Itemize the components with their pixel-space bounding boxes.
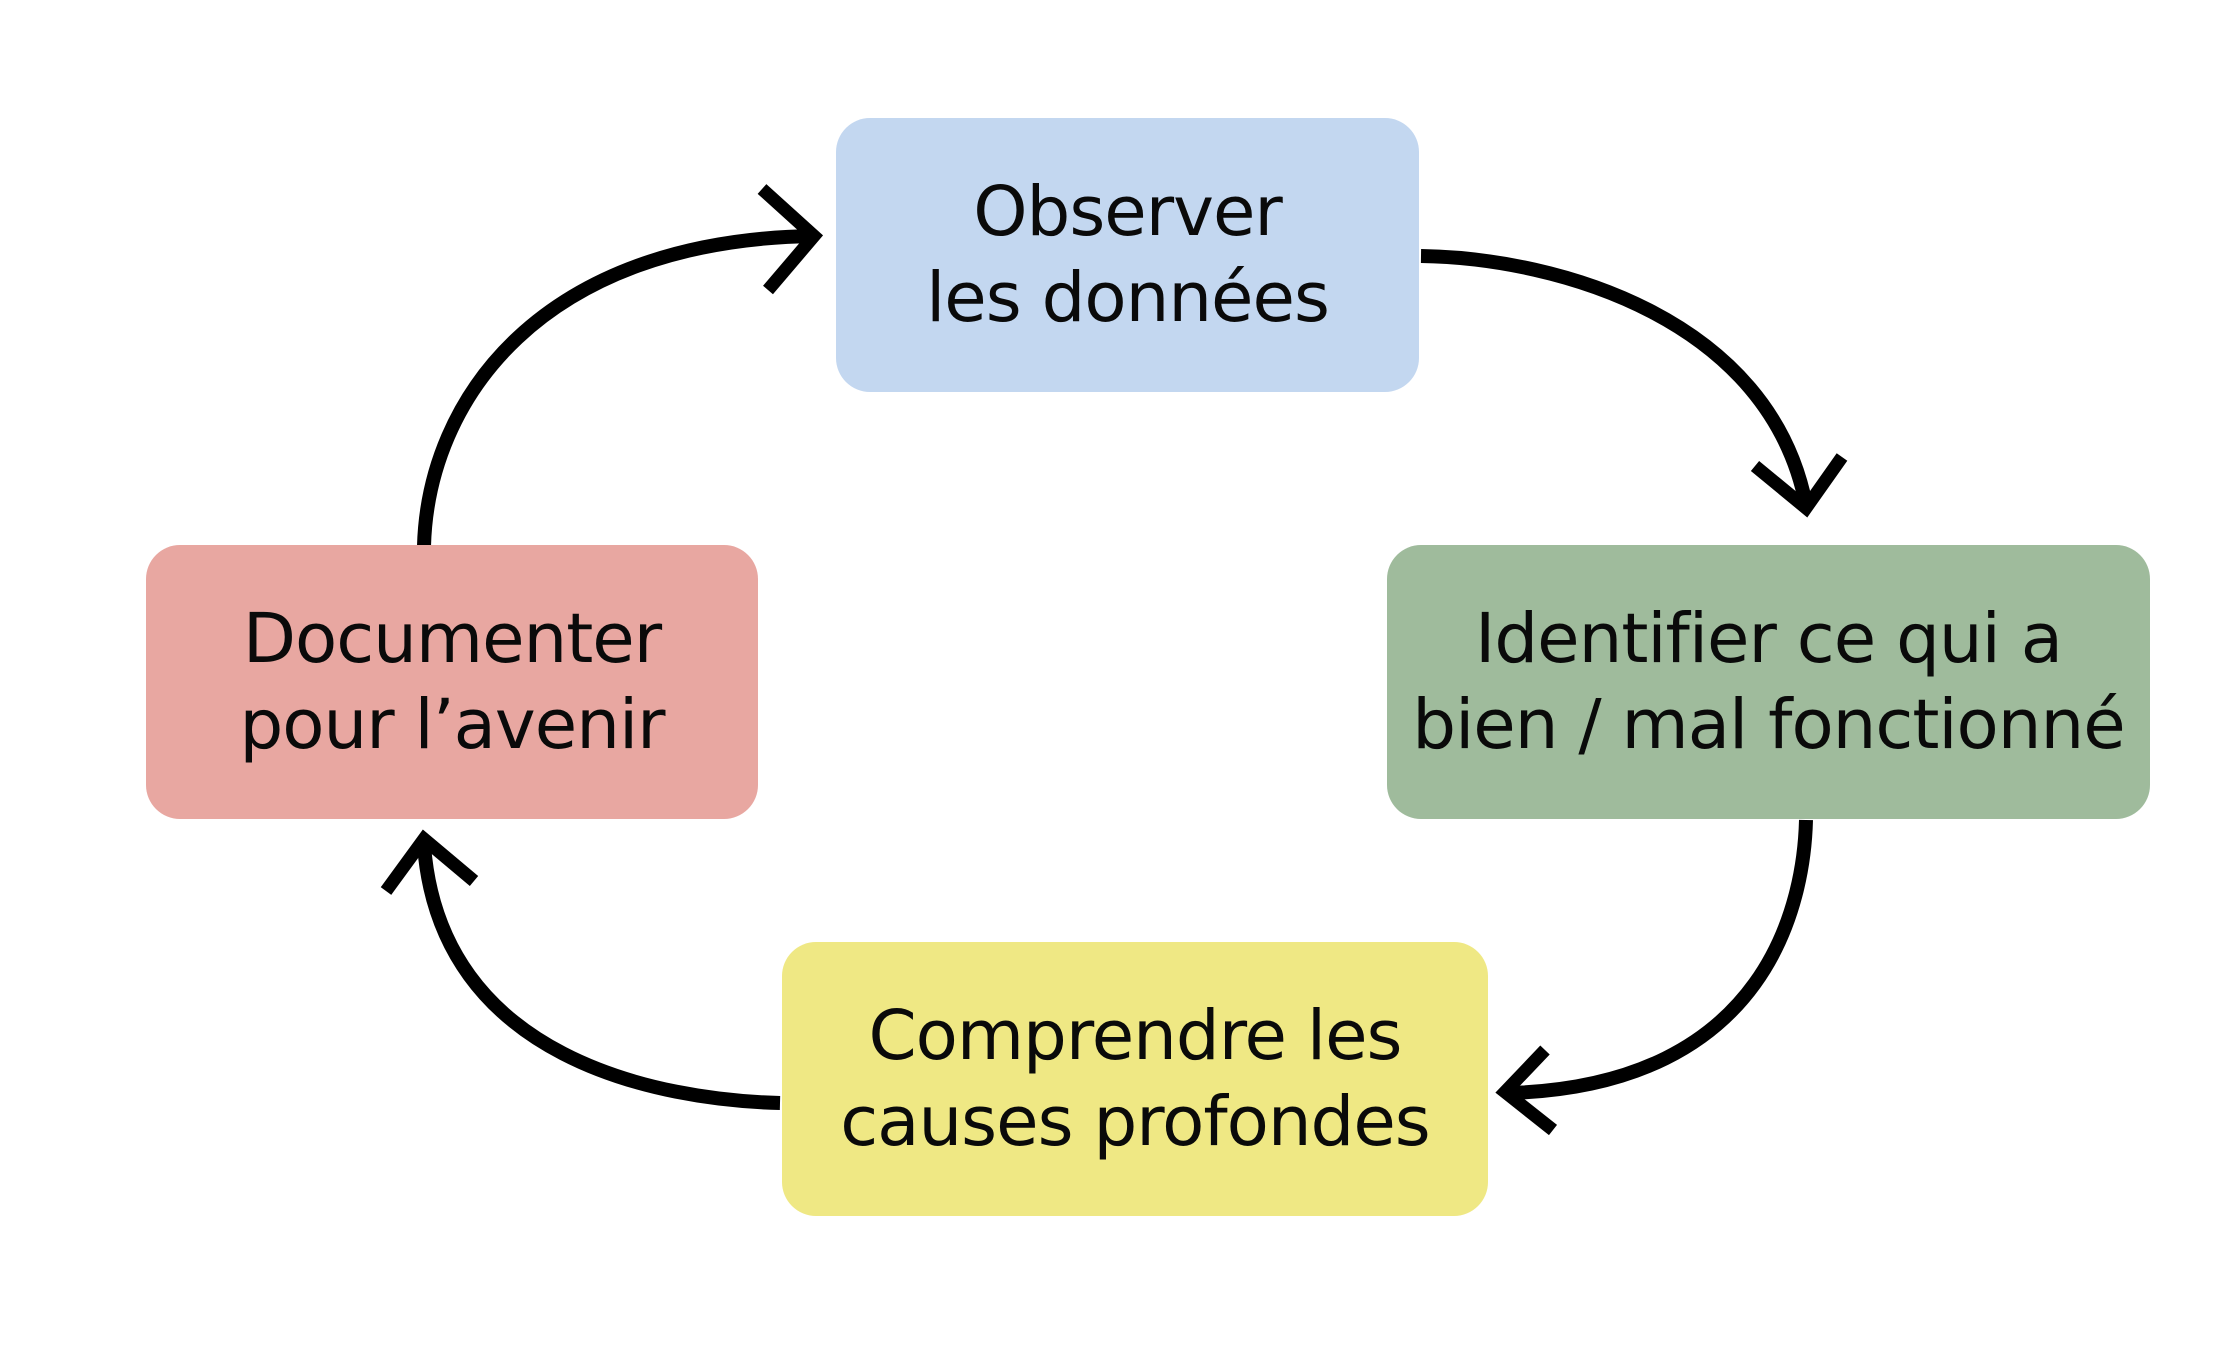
arrow-understand-to-document [417,844,781,1110]
step-label-line: Observer [973,172,1283,252]
step-label-line: les données [926,258,1330,338]
step-label-line: bien / mal fonctionné [1412,685,2125,765]
step-box-understand-root-causes: Comprendre les causes profondes [782,942,1488,1216]
step-box-observe-data: Observer les données [836,118,1419,392]
step-box-identify-what-worked: Identifier ce qui a bien / mal fonctionn… [1387,545,2150,819]
arrow-document-to-observe [417,229,815,547]
arrowhead-understand-to-document [380,829,479,895]
arrowhead-identify-to-understand [1495,1045,1558,1136]
step-label-line: pour l’avenir [239,685,666,765]
step-label-observe-data: Observer les données [926,169,1330,341]
step-label-line: Identifier ce qui a [1474,599,2063,679]
step-box-document-for-future: Documenter pour l’avenir [146,545,758,819]
step-label-line: Comprendre les [868,996,1402,1076]
arrow-observe-to-identify [1420,249,1813,507]
step-label-identify-what-worked: Identifier ce qui a bien / mal fonctionn… [1412,596,2125,768]
step-label-document-for-future: Documenter pour l’avenir [239,596,666,768]
step-label-line: causes profondes [840,1082,1431,1162]
arrow-identify-to-understand [1509,819,1813,1100]
arrowhead-observe-to-identify [1750,453,1848,518]
arrowhead-document-to-observe [757,184,824,295]
step-label-line: Documenter [242,599,662,679]
step-label-understand-root-causes: Comprendre les causes profondes [840,993,1431,1165]
